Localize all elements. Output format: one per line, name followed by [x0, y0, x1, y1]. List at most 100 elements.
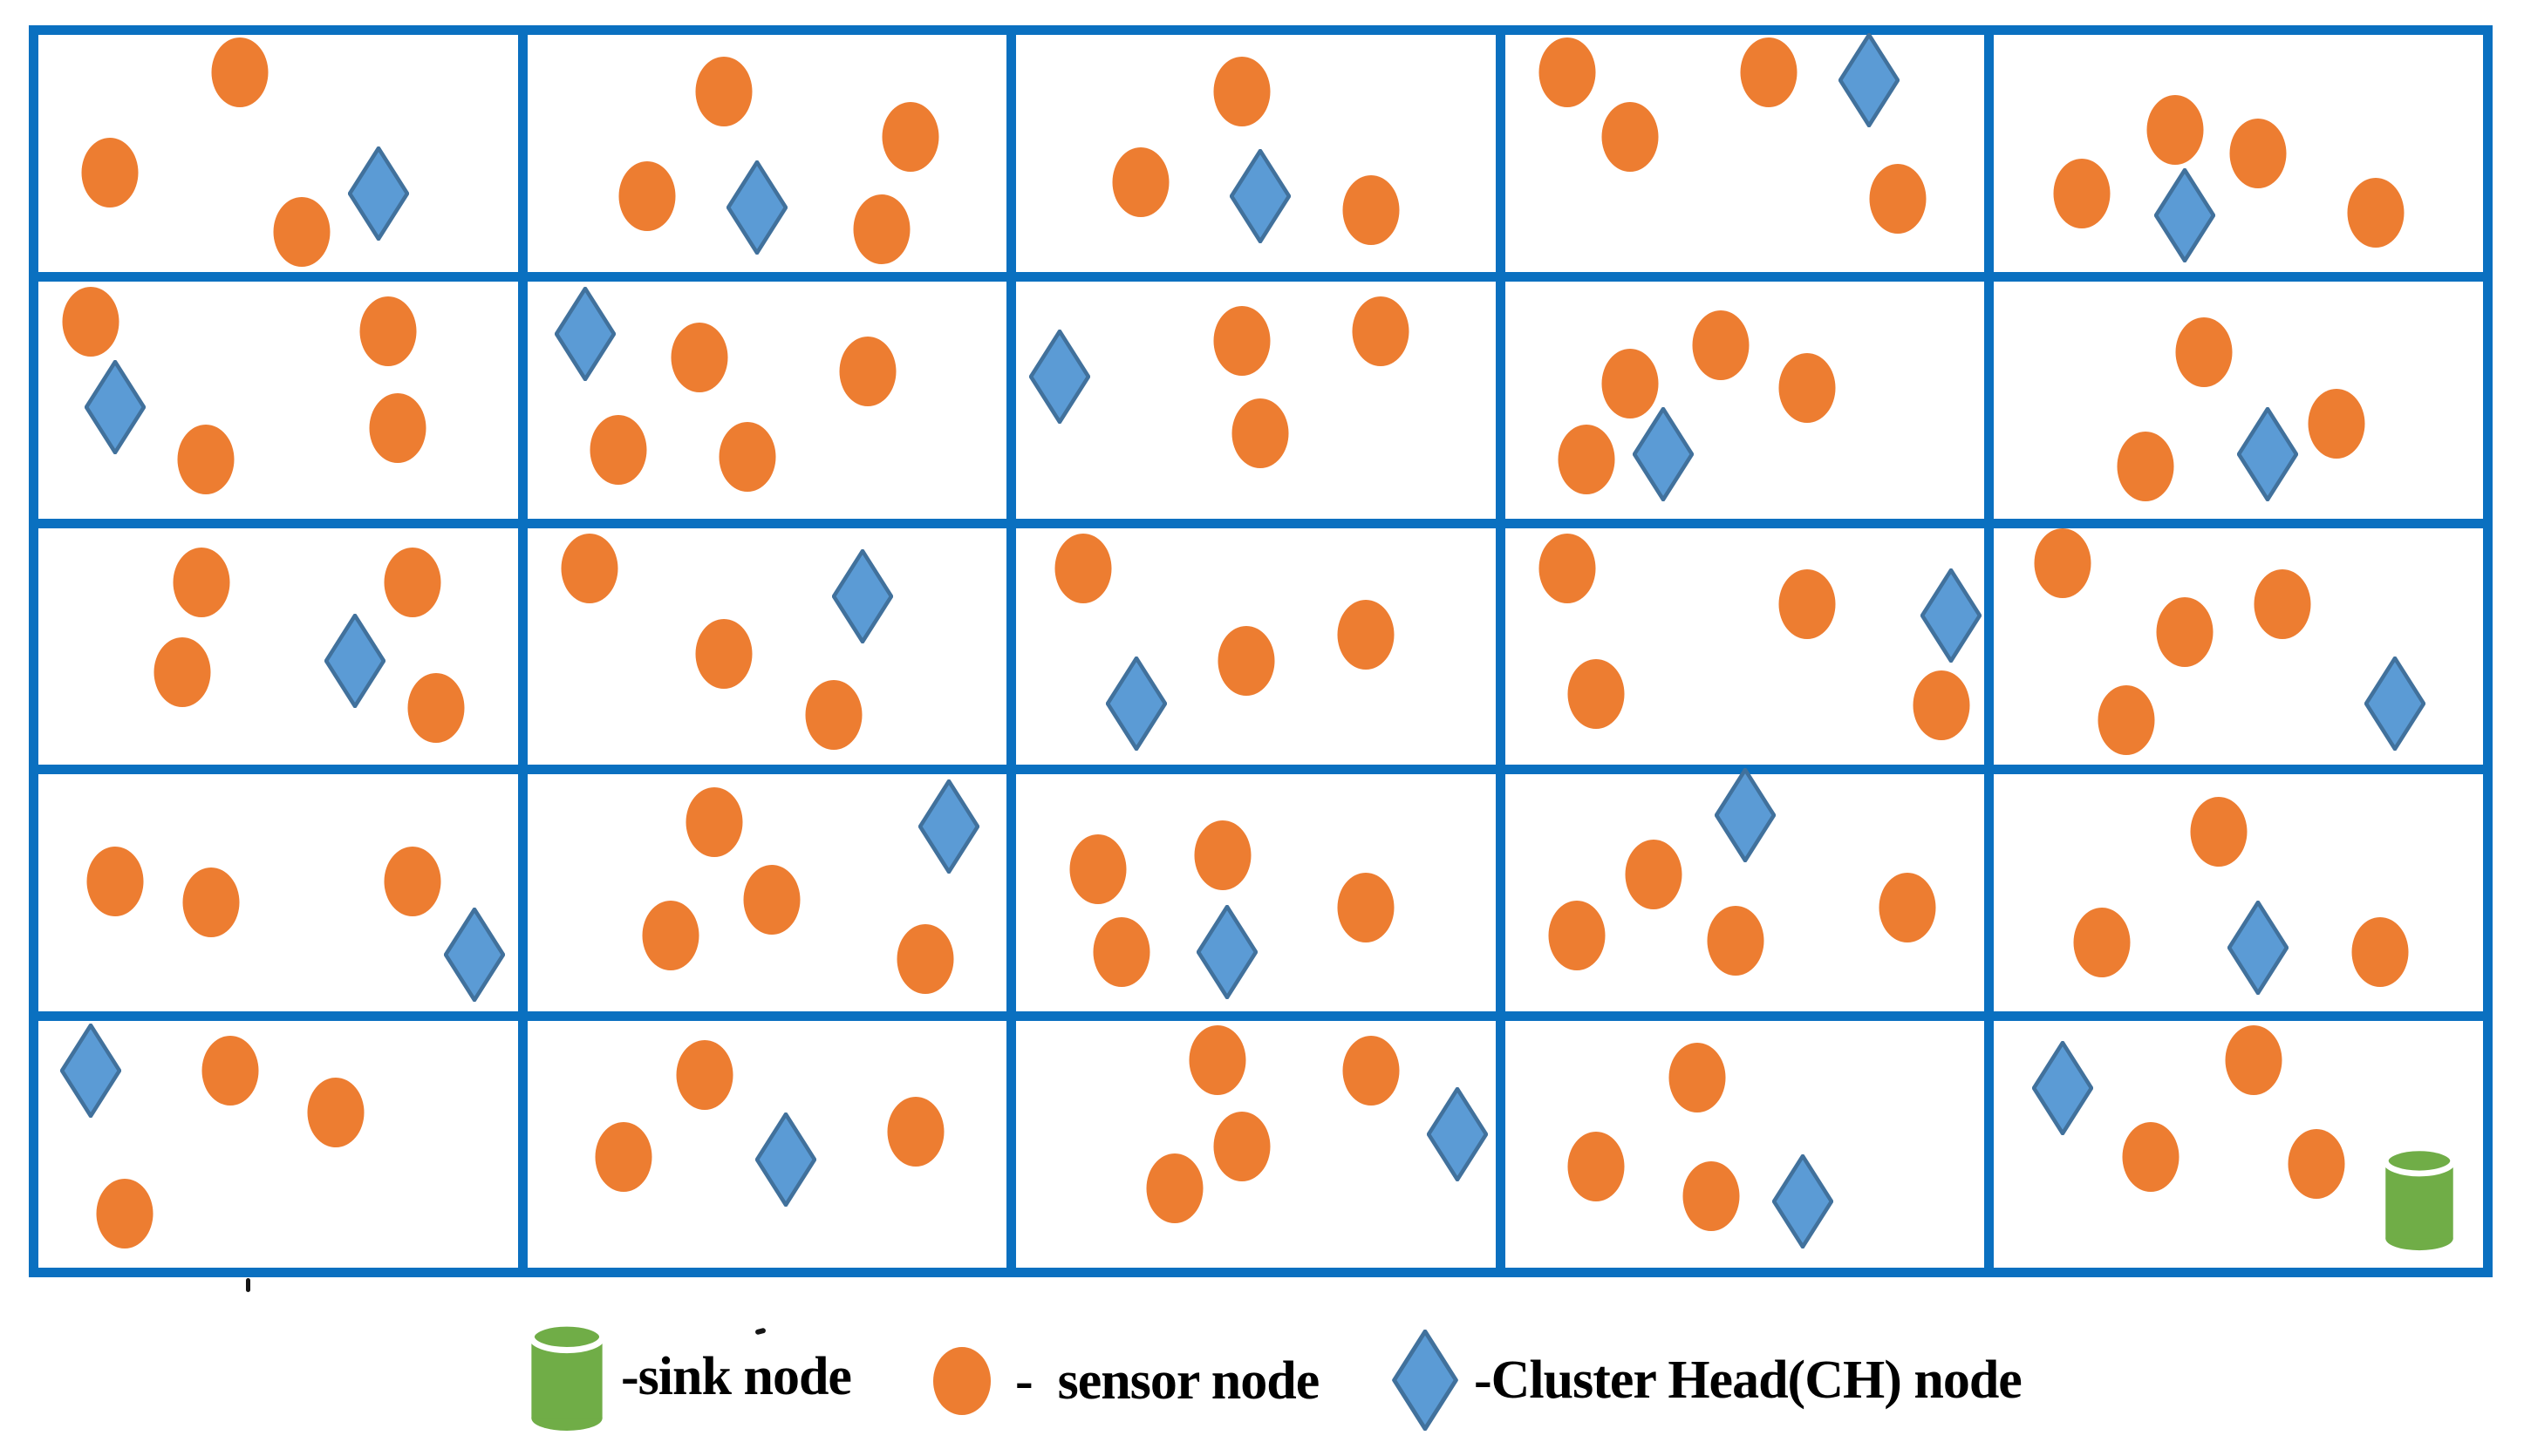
sensor-node — [1194, 820, 1252, 890]
cluster-head-node — [444, 907, 506, 1002]
sensor-node — [2347, 177, 2405, 248]
sensor-node — [1567, 1132, 1625, 1202]
sensor-node — [2229, 118, 2287, 188]
sensor-node — [1352, 296, 1409, 366]
sensor-node — [1146, 1153, 1204, 1224]
sensor-node — [384, 846, 441, 916]
cluster-head-node — [60, 1023, 122, 1118]
sensor-node — [407, 673, 465, 744]
cluster-head-node — [2227, 900, 2289, 995]
grid-cell-r2c2 — [527, 281, 1017, 528]
sensor-node — [676, 1040, 733, 1111]
sensor-node — [590, 414, 647, 485]
cluster-head-node — [1633, 407, 1695, 502]
grid-cell-r3c3 — [1016, 527, 1505, 775]
sensor-node — [369, 393, 426, 464]
sensor-node — [1913, 670, 1970, 741]
sensor-node — [897, 924, 954, 995]
sensor-node — [2117, 431, 2174, 501]
cluster-head-node — [2237, 407, 2299, 502]
cluster-head-node — [1714, 767, 1776, 862]
sensor-node — [1692, 310, 1750, 381]
sensor-node — [1567, 658, 1625, 729]
legend-item-sensor-node: - sensor node — [933, 1347, 1320, 1415]
legend-label-sink-node: -sink node — [621, 1346, 852, 1406]
cluster-head-node — [1028, 329, 1090, 424]
cluster-head-node — [348, 146, 410, 242]
cluster-head-node — [755, 1112, 817, 1207]
sensor-node — [1093, 917, 1150, 988]
sensor-node — [853, 194, 911, 264]
grid-cell-r2c3 — [1016, 281, 1505, 528]
sensor-node — [273, 196, 331, 267]
stray-mark — [246, 1278, 250, 1292]
grid-cell-r3c1 — [38, 527, 528, 775]
grid-cell-r5c4 — [1505, 1021, 1995, 1268]
grid-cell-r1c4 — [1504, 32, 1995, 282]
sensor-node — [2146, 94, 2204, 165]
sensor-node — [1869, 163, 1927, 234]
sensor-node — [1213, 57, 1270, 127]
sensor-node — [1213, 305, 1270, 376]
sensor-node — [1231, 398, 1289, 468]
sensor-node — [1548, 901, 1606, 971]
sensor-node — [81, 137, 139, 208]
sensor-node — [618, 160, 676, 231]
sensor-node — [1337, 872, 1395, 942]
cluster-head-node — [918, 779, 980, 874]
sensor-node — [2254, 568, 2311, 639]
sensor-node — [96, 1178, 153, 1248]
grid-cell-r5c3 — [1016, 1021, 1505, 1268]
sensor-node — [686, 786, 743, 857]
grid-cell-r4c3 — [1016, 774, 1505, 1022]
sensor-node — [211, 37, 269, 108]
sensor-node — [1778, 568, 1836, 639]
sensor-node — [2073, 908, 2131, 978]
cluster-head-node — [1838, 32, 1900, 127]
grid-cell-r3c5 — [1994, 528, 2483, 775]
sensor-node — [177, 424, 235, 494]
sensor-node — [1054, 533, 1112, 603]
sensor-node — [1601, 101, 1659, 172]
sensor-node — [2288, 1129, 2345, 1200]
grid-cell-r4c1 — [38, 774, 528, 1022]
sensor-node — [2190, 796, 2248, 867]
sink-node-icon — [528, 1320, 606, 1432]
sensor-node — [1213, 1112, 1270, 1182]
sensor-node — [1558, 424, 1615, 494]
sensor-node — [201, 1035, 259, 1106]
sensor-node — [1778, 353, 1836, 424]
sensor-node — [719, 421, 776, 492]
cluster-head-node — [2154, 167, 2216, 262]
sensor-node — [743, 865, 801, 936]
sensor-node — [671, 322, 728, 392]
grid-cell-r5c1 — [38, 1021, 528, 1268]
sensor-node — [561, 533, 618, 603]
sensor-node — [642, 901, 699, 971]
legend-item-sink-node: -sink node — [528, 1320, 852, 1432]
cluster-head-node — [1230, 148, 1292, 243]
sensor-node — [1601, 348, 1659, 418]
sensor-node — [1189, 1025, 1246, 1096]
grid-cell-r2c1 — [38, 281, 528, 528]
sensor-node — [182, 867, 240, 938]
grid-cell-r2c5 — [1994, 282, 2483, 528]
sensor-node — [153, 637, 211, 708]
sensor-node — [173, 548, 230, 618]
grid-cell-r5c2 — [528, 1021, 1017, 1268]
sensor-node — [1337, 599, 1395, 670]
sensor-node — [1342, 1035, 1400, 1106]
sink-node — [2383, 1145, 2457, 1252]
cluster-head-node — [1197, 905, 1259, 1000]
sensor-node — [595, 1121, 651, 1192]
sensor-node — [839, 337, 897, 407]
sensor-node — [2053, 159, 2111, 229]
cluster-head-node — [727, 160, 788, 255]
grid-cell-r3c2 — [527, 527, 1017, 775]
sensor-node — [2156, 597, 2214, 668]
sensor-node — [1682, 1160, 1740, 1231]
grid-cell-r2c4 — [1504, 281, 1995, 528]
sensor-node — [887, 1097, 945, 1167]
sensor-node — [2175, 317, 2233, 388]
sensor-node — [695, 618, 753, 689]
